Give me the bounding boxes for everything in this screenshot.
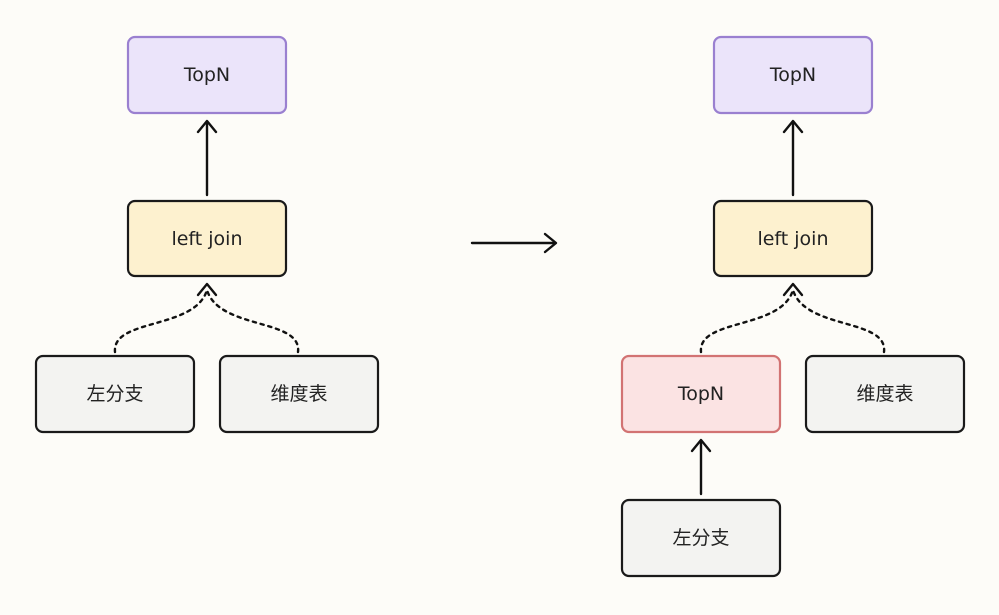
node-left-branch-after: 左分支 — [620, 498, 782, 578]
node-dimension-table-border — [218, 354, 380, 434]
arrowhead-join — [196, 282, 218, 297]
node-pushed-topn-border — [620, 354, 782, 434]
node-dimension-table-box — [220, 356, 378, 432]
node-topn-label: TopN — [183, 64, 230, 86]
edge-dim-to-join-after — [791, 288, 886, 354]
arrowhead-topn — [196, 119, 218, 134]
node-left-join: left join — [126, 199, 288, 278]
node-left-join-after-box — [714, 201, 872, 276]
arrowhead-join-after — [782, 282, 804, 297]
node-left-branch-after-box — [622, 500, 780, 576]
node-dimension-table-label: 维度表 — [270, 383, 327, 405]
plan-before: TopN left join 左分支 维度表 — [34, 35, 380, 434]
node-dimension-table-after-box — [806, 356, 964, 432]
node-topn-border — [126, 35, 288, 115]
node-left-join-after-border — [712, 199, 874, 278]
node-dimension-table-after: 维度表 — [804, 354, 966, 434]
edge-branch-to-join — [113, 288, 209, 354]
node-left-branch-border — [34, 354, 196, 434]
node-left-branch-after-border — [620, 498, 782, 578]
node-left-branch-after-label: 左分支 — [672, 527, 729, 549]
node-left-join-after-label: left join — [757, 228, 828, 250]
node-left-branch-label: 左分支 — [86, 383, 143, 405]
node-topn-after: TopN — [712, 35, 874, 115]
node-left-join-box — [128, 201, 286, 276]
node-topn: TopN — [126, 35, 288, 115]
node-topn-after-border — [712, 35, 874, 115]
node-left-branch-box — [36, 356, 194, 432]
node-pushed-topn-label: TopN — [677, 383, 724, 405]
node-pushed-topn: TopN — [620, 354, 782, 434]
edge-dim-to-join — [205, 288, 300, 354]
node-topn-box — [128, 37, 286, 113]
transform-arrow-head — [543, 232, 558, 254]
node-topn-after-box — [714, 37, 872, 113]
node-dimension-table-after-border — [804, 354, 966, 434]
transform-arrow — [470, 232, 558, 254]
node-topn-after-label: TopN — [769, 64, 816, 86]
edge-pushed-topn-to-join — [699, 288, 795, 354]
node-left-branch: 左分支 — [34, 354, 196, 434]
node-pushed-topn-box — [622, 356, 780, 432]
node-dimension-table: 维度表 — [218, 354, 380, 434]
node-left-join-after: left join — [712, 199, 874, 278]
node-dimension-table-after-label: 维度表 — [856, 383, 913, 405]
arrowhead-pushed-topn — [690, 438, 712, 453]
node-left-join-label: left join — [171, 228, 242, 250]
arrowhead-topn-after — [782, 119, 804, 134]
node-left-join-border — [126, 199, 288, 278]
plan-after: TopN left join TopN 维度表 左分支 — [620, 35, 966, 578]
